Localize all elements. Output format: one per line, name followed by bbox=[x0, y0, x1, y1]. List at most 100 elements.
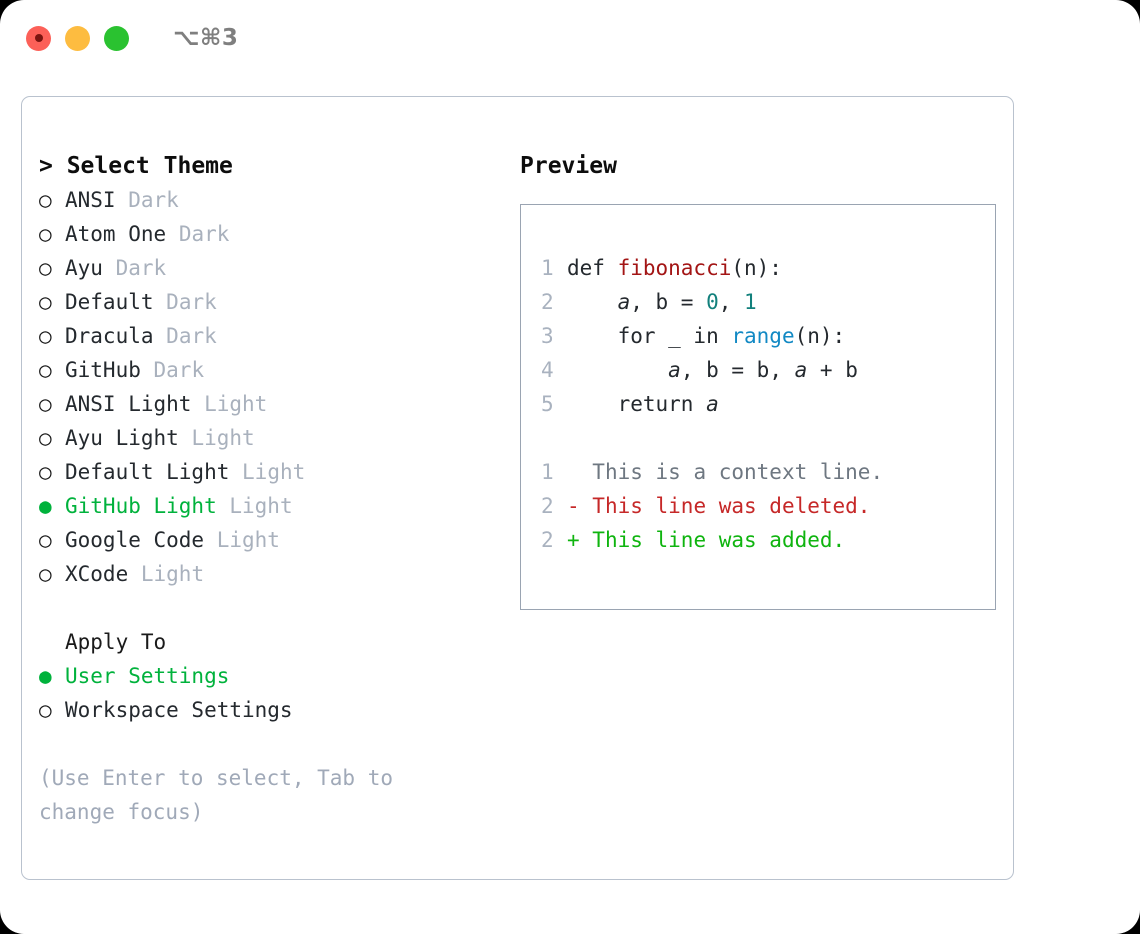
code-token-var: a bbox=[668, 358, 681, 382]
theme-option-variant: Dark bbox=[166, 290, 217, 314]
theme-option-google-code[interactable]: ○Google Code Light bbox=[39, 523, 509, 557]
theme-option-default[interactable]: ○ Default Dark bbox=[39, 285, 509, 319]
close-button[interactable] bbox=[26, 25, 51, 51]
radio-unselected-icon: ○ bbox=[39, 290, 52, 314]
code-token-plain: for _ in bbox=[567, 324, 732, 348]
radio-selected-icon: ● bbox=[39, 664, 52, 688]
code-token-plain bbox=[567, 290, 618, 314]
theme-option-ansi-light[interactable]: ○ ANSI Light Light bbox=[39, 387, 509, 421]
code-token-plain: , b = bbox=[630, 290, 707, 314]
theme-option-default-light[interactable]: ○ Default Light Light bbox=[39, 455, 509, 489]
theme-option-ayu-light[interactable]: ○Ayu Light Light bbox=[39, 421, 509, 455]
code-token-plain: (n): bbox=[731, 256, 782, 280]
theme-option-label: ANSI Light bbox=[65, 392, 192, 416]
theme-option-ayu[interactable]: ○Ayu Dark bbox=[39, 251, 509, 285]
code-line-number: 2 bbox=[541, 290, 554, 314]
theme-option-variant: Dark bbox=[153, 358, 205, 382]
radio-unselected-icon: ○ bbox=[39, 426, 52, 450]
code-line-number: 3 bbox=[541, 324, 554, 348]
theme-option-ansi[interactable]: ○ ANSI Dark bbox=[39, 183, 509, 217]
theme-option-label: GitHub bbox=[65, 358, 141, 382]
keyboard-hint-text: (Use Enter to select, Tab to change focu… bbox=[39, 766, 394, 824]
code-line-content: a, b = b, a + b bbox=[567, 353, 858, 387]
code-token-num: 0 bbox=[706, 290, 719, 314]
diff-marker bbox=[567, 455, 592, 489]
theme-option-label: ANSI bbox=[65, 188, 116, 212]
preview-heading: Preview bbox=[520, 153, 617, 179]
theme-option-variant: Light bbox=[216, 528, 280, 552]
apply-to-option-label: User Settings bbox=[65, 664, 230, 688]
radio-unselected-icon: ○ bbox=[39, 392, 52, 416]
code-token-var: a bbox=[706, 392, 719, 416]
theme-option-variant: Dark bbox=[128, 188, 179, 212]
theme-option-label: Default Light bbox=[65, 460, 230, 484]
radio-unselected-icon: ○ bbox=[39, 188, 52, 212]
minimize-button[interactable] bbox=[65, 25, 90, 51]
radio-unselected-icon: ○ bbox=[39, 222, 52, 246]
theme-option-variant: Light bbox=[229, 494, 293, 518]
diff-line-text: This line was added. bbox=[592, 528, 846, 552]
label-variant-gap bbox=[154, 285, 167, 319]
theme-option-label: GitHub Light bbox=[65, 494, 217, 518]
code-line-content: for _ in range(n): bbox=[567, 319, 846, 353]
code-token-builtin: range bbox=[731, 324, 795, 348]
diff-marker: + bbox=[567, 528, 593, 552]
code-token-plain: def bbox=[567, 256, 618, 280]
diff-line-number: 2 bbox=[541, 528, 554, 552]
diff-line: 1 This is a context line. bbox=[541, 455, 995, 489]
code-line-content: def fibonacci(n): bbox=[567, 251, 782, 285]
section-spacer bbox=[39, 591, 509, 625]
code-token-plain: , b = b, bbox=[680, 358, 795, 382]
theme-option-variant: Light bbox=[204, 392, 268, 416]
theme-option-variant: Light bbox=[140, 562, 205, 586]
apply-to-option-label: Workspace Settings bbox=[65, 698, 293, 722]
label-variant-gap bbox=[166, 217, 179, 251]
code-line: 5 return a bbox=[541, 387, 995, 421]
theme-option-github[interactable]: ○GitHub Dark bbox=[39, 353, 509, 387]
theme-option-label: Google Code bbox=[65, 528, 205, 552]
diff-line: 2- This line was deleted. bbox=[541, 489, 995, 523]
label-variant-gap bbox=[128, 557, 141, 591]
diff-line-text: This is a context line. bbox=[592, 460, 884, 484]
theme-option-label: Default bbox=[65, 290, 154, 314]
theme-option-github-light[interactable]: ●GitHub Light Light bbox=[39, 489, 509, 523]
label-variant-gap bbox=[154, 319, 167, 353]
label-variant-gap bbox=[217, 489, 230, 523]
keyboard-shortcut-label: ⌥⌘3 bbox=[173, 25, 239, 51]
code-token-num: 1 bbox=[744, 290, 757, 314]
theme-option-variant: Light bbox=[242, 460, 306, 484]
apply-to-option-workspace-settings[interactable]: ○Workspace Settings bbox=[39, 693, 509, 727]
code-line-number: 1 bbox=[541, 256, 554, 280]
apply-to-option-list[interactable]: ● User Settings ○Workspace Settings bbox=[39, 659, 509, 727]
theme-option-dracula[interactable]: ○ Dracula Dark bbox=[39, 319, 509, 353]
code-token-plain: (n): bbox=[794, 324, 846, 348]
radio-unselected-icon: ○ bbox=[39, 324, 52, 348]
radio-unselected-icon: ○ bbox=[39, 460, 52, 484]
label-variant-gap bbox=[116, 183, 129, 217]
label-variant-gap bbox=[103, 251, 116, 285]
theme-option-label: Ayu bbox=[65, 256, 103, 280]
code-line-number: 5 bbox=[541, 392, 554, 416]
theme-option-variant: Dark bbox=[166, 324, 217, 348]
code-line-content: a, b = 0, 1 bbox=[567, 285, 757, 319]
zoom-button[interactable] bbox=[104, 25, 129, 51]
theme-option-label: XCode bbox=[65, 562, 129, 586]
theme-option-label: Dracula bbox=[65, 324, 154, 348]
theme-option-xcode[interactable]: ○XCode Light bbox=[39, 557, 509, 591]
code-line: 2 a, b = 0, 1 bbox=[541, 285, 995, 319]
diff-line-text: This line was deleted. bbox=[592, 494, 871, 518]
code-token-plain: , bbox=[718, 290, 745, 314]
code-token-plain: + b bbox=[807, 358, 858, 382]
theme-option-variant: Dark bbox=[178, 222, 230, 246]
theme-option-list[interactable]: ○ANSI Dark○Atom One Dark○Ayu Dark○Defaul… bbox=[39, 183, 509, 591]
apply-to-option-user-settings[interactable]: ● User Settings bbox=[39, 659, 509, 693]
theme-option-atom-one[interactable]: ○Atom One Dark bbox=[39, 217, 509, 251]
code-token-fn: fibonacci bbox=[617, 256, 732, 280]
code-line: 3 for _ in range(n): bbox=[541, 319, 995, 353]
diff-spacer bbox=[541, 421, 995, 455]
code-token-var: a bbox=[617, 290, 631, 314]
diff-sample-block: 1 This is a context line.2- This line wa… bbox=[541, 455, 995, 557]
diff-line-number: 2 bbox=[541, 494, 554, 518]
